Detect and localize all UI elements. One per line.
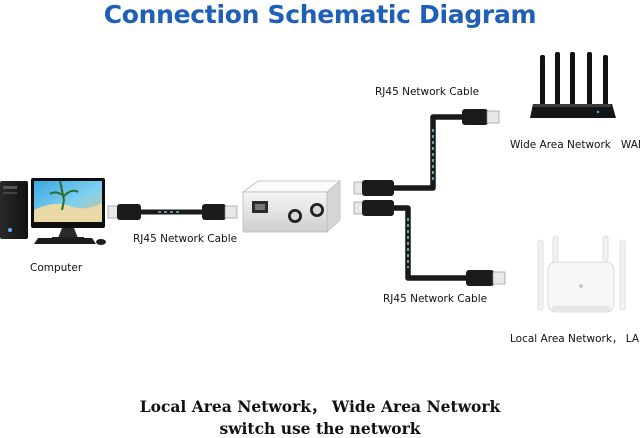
rj45-connector-icon xyxy=(202,204,238,220)
lan-label: Local Area Network， LAN xyxy=(510,333,640,345)
computer-label: Computer xyxy=(30,262,83,274)
wan-router-icon xyxy=(530,52,616,118)
rj45-connector-icon xyxy=(353,180,394,196)
cable-top-label: RJ45 Network Cable xyxy=(375,86,480,98)
rj45-connector-icon xyxy=(466,270,506,286)
cable-bottom-label: RJ45 Network Cable xyxy=(383,293,488,305)
page-title: Connection Schematic Diagram xyxy=(103,0,537,29)
wan-label: Wide Area Network WAN xyxy=(510,139,640,151)
rj45-cable-left xyxy=(107,204,238,220)
cable-left-label: RJ45 Network Cable xyxy=(133,233,238,245)
lan-router-icon xyxy=(537,235,626,313)
footer-line-2: switch use the network xyxy=(219,419,421,438)
rj45-connector-icon xyxy=(353,200,394,216)
footer-line-1: Local Area Network， Wide Area Network xyxy=(139,397,501,416)
computer-icon xyxy=(0,178,106,245)
network-switch-icon xyxy=(241,180,342,233)
rj45-connector-icon xyxy=(462,109,500,125)
rj45-cable-right xyxy=(353,109,506,286)
rj45-connector-icon xyxy=(107,204,141,220)
